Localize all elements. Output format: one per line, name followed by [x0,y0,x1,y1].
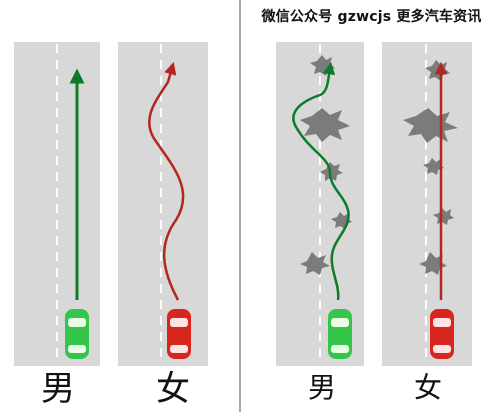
panel-2-road [118,42,208,366]
green-car-icon [328,309,352,359]
green-car-icon [65,309,89,359]
pothole-icon [310,55,335,76]
pothole-icon [433,208,454,225]
red-car-icon [167,309,191,359]
panel-3-label: 男 [308,371,337,404]
pothole-icon [331,212,352,229]
panel-4-label: 女 [414,371,443,404]
pothole-icon [320,162,343,181]
pothole-icon [423,158,444,175]
panel-4-road [382,42,472,366]
pothole-icon [403,108,458,143]
panel-1-label: 男 [41,369,75,409]
pothole-icon [300,252,330,275]
panel-2-label: 女 [156,369,190,409]
panel-3-swerving-path [292,61,350,301]
red-car-icon [430,309,454,359]
panel-2-wavy-path [148,61,185,301]
watermark-text: 微信公众号 gzwcjs 更多汽车资讯 [261,9,482,25]
pothole-icon [300,108,350,142]
panel-3-obstacles [300,55,352,275]
